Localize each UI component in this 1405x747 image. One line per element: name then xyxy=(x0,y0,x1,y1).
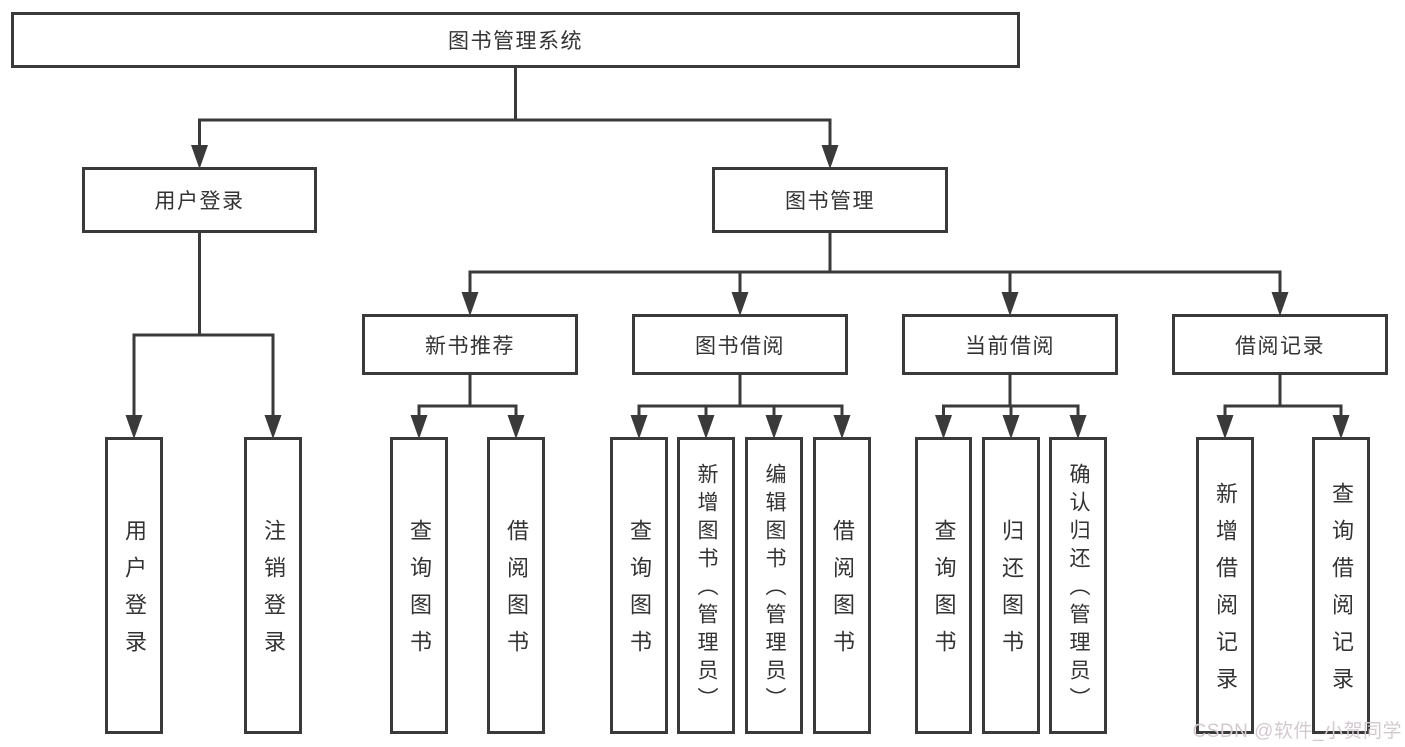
node-label-cb-confirm-return: 确认归还（管理员） xyxy=(1067,463,1090,715)
connector-book-borrow xyxy=(630,373,851,439)
node-label-bb-borrow-books: 借阅图书 xyxy=(830,519,855,667)
node-label-user-login-leaf: 用户登录 xyxy=(122,519,147,667)
connector-current-borrow xyxy=(935,373,1087,439)
node-label-logout-leaf: 注销登录 xyxy=(261,519,286,667)
node-label-bb-query-books: 查询图书 xyxy=(627,519,652,667)
node-bb-edit-book: 编辑图书（管理员） xyxy=(745,437,803,734)
connector-root xyxy=(191,66,839,169)
node-label-bb-edit-book: 编辑图书（管理员） xyxy=(763,463,786,715)
node-cb-query-books: 查询图书 xyxy=(915,437,972,734)
arrowhead xyxy=(1332,415,1350,439)
node-br-query-record: 查询借阅记录 xyxy=(1312,437,1370,734)
arrowhead xyxy=(1069,415,1087,439)
connector-user-login xyxy=(125,231,282,439)
arrowhead xyxy=(507,415,525,439)
arrowhead xyxy=(731,292,749,316)
arrowhead xyxy=(833,415,851,439)
connector-borrow-records xyxy=(1216,373,1350,439)
arrowhead xyxy=(461,292,479,316)
node-bb-borrow-books: 借阅图书 xyxy=(813,437,871,734)
arrowhead xyxy=(1216,415,1234,439)
arrowhead xyxy=(630,415,648,439)
arrowhead xyxy=(410,415,428,439)
arrowhead xyxy=(697,415,715,439)
node-label-bb-add-book: 新增图书（管理员） xyxy=(695,463,718,715)
arrowhead xyxy=(125,415,143,439)
watermark: CSDN @软件_小贺同学 xyxy=(1192,721,1402,742)
node-label-book-mgmt: 图书管理 xyxy=(785,190,875,213)
arrowhead xyxy=(1001,292,1019,316)
arrowhead xyxy=(191,145,208,169)
node-label-br-add-record: 新增借阅记录 xyxy=(1213,482,1238,704)
arrowhead xyxy=(1002,415,1020,439)
node-book-mgmt: 图书管理 xyxy=(712,167,948,233)
node-nbr-borrow-books: 借阅图书 xyxy=(487,437,545,734)
node-new-book-rec: 新书推荐 xyxy=(362,314,578,375)
node-bb-add-book: 新增图书（管理员） xyxy=(677,437,735,734)
node-user-login-leaf: 用户登录 xyxy=(105,437,163,734)
connector-new-book-rec xyxy=(410,373,525,439)
node-label-root: 图书管理系统 xyxy=(448,30,583,53)
node-label-nbr-query-books: 查询图书 xyxy=(407,519,432,667)
node-label-new-book-rec: 新书推荐 xyxy=(425,334,515,358)
arrowhead xyxy=(765,415,783,439)
node-label-cb-return-book: 归还图书 xyxy=(999,519,1024,667)
node-label-nbr-borrow-books: 借阅图书 xyxy=(504,519,529,667)
node-label-user-login: 用户登录 xyxy=(154,190,245,213)
node-root: 图书管理系统 xyxy=(11,12,1020,68)
arrowhead xyxy=(264,415,282,439)
node-bb-query-books: 查询图书 xyxy=(610,437,668,734)
connector-book-mgmt xyxy=(461,231,1289,316)
arrowhead xyxy=(1271,292,1289,316)
node-user-login: 用户登录 xyxy=(82,167,317,233)
node-label-current-borrow: 当前借阅 xyxy=(965,334,1055,358)
node-logout-leaf: 注销登录 xyxy=(244,437,302,734)
node-cb-confirm-return: 确认归还（管理员） xyxy=(1049,437,1107,734)
node-label-borrow-records: 借阅记录 xyxy=(1235,334,1325,358)
node-book-borrow: 图书借阅 xyxy=(632,314,848,375)
node-cb-return-book: 归还图书 xyxy=(982,437,1040,734)
node-current-borrow: 当前借阅 xyxy=(902,314,1118,375)
arrowhead xyxy=(821,145,839,169)
node-label-br-query-record: 查询借阅记录 xyxy=(1329,482,1354,704)
arrowhead xyxy=(935,415,952,439)
node-borrow-records: 借阅记录 xyxy=(1172,314,1388,375)
node-nbr-query-books: 查询图书 xyxy=(390,437,448,734)
node-label-book-borrow: 图书借阅 xyxy=(695,334,785,358)
node-label-cb-query-books: 查询图书 xyxy=(931,519,957,667)
node-br-add-record: 新增借阅记录 xyxy=(1196,437,1254,734)
